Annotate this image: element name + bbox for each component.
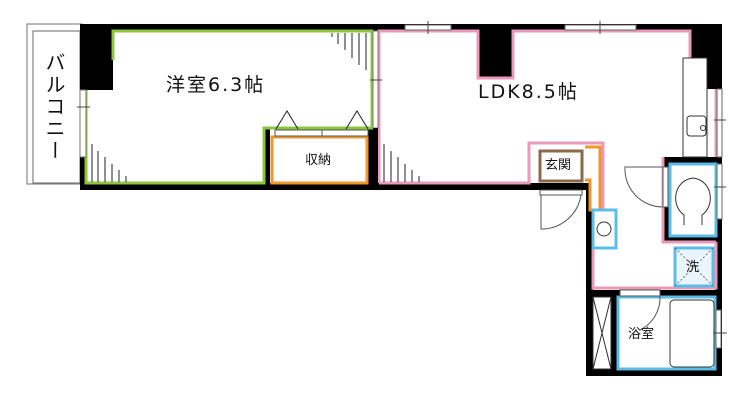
bathroom-label: 浴室 [628,327,655,342]
washer-space [673,246,715,288]
balcony-label: バルコニー [42,52,66,162]
kitchen-counter [682,57,708,158]
toilet [624,162,726,238]
western-room-outline [84,29,374,185]
window-balcony [77,89,90,158]
balcony [26,23,83,185]
window-ldk-1 [404,21,452,34]
western-room-label: 洋室6.3帖 [166,74,266,96]
ldk-outline [377,29,692,183]
closet-outline [270,135,369,185]
bathroom [616,289,727,371]
window-ldk-2 [564,21,637,34]
partition-sliding-door [370,30,382,183]
ldk-label: LDK8.5帖 [478,81,579,103]
closet-label: 収納 [305,153,332,168]
washer-label: 洗 [686,260,700,275]
entrance-outline [538,149,584,183]
entrance-label: 玄関 [545,158,572,173]
